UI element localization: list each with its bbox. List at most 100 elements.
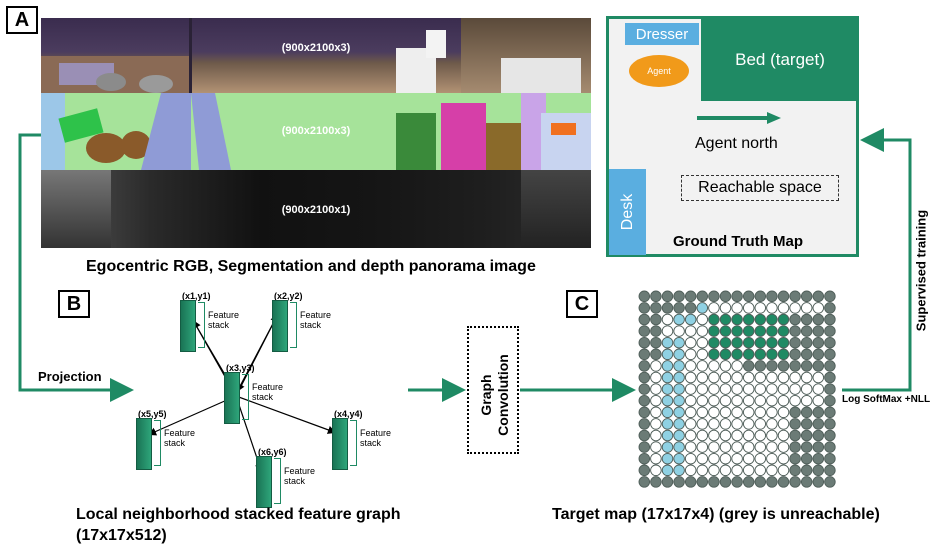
- node-coord-n4: (x4,y4): [334, 409, 363, 419]
- grid-cell-desk: [661, 464, 674, 477]
- grid-cell-unreachable: [719, 290, 732, 303]
- grid-cell-unreachable: [812, 429, 825, 442]
- grid-cell-unreachable: [754, 360, 767, 372]
- grid-cell-free: [708, 360, 720, 372]
- grid-cell-target: [719, 313, 732, 326]
- grid-cell-free: [742, 394, 755, 407]
- grid-cell-unreachable: [638, 476, 651, 488]
- grid-cell-target: [742, 325, 755, 337]
- grid-cell-unreachable: [812, 464, 825, 477]
- dresser-block: Dresser: [625, 23, 699, 45]
- grid-cell-unreachable: [789, 406, 801, 419]
- grid-cell-free: [754, 406, 767, 419]
- grid-cell-free: [754, 429, 767, 442]
- grid-cell-unreachable: [800, 476, 813, 488]
- node-coord-n6: (x6,y6): [258, 447, 287, 457]
- grid-cell-free: [777, 371, 790, 384]
- grid-cell-free: [708, 464, 720, 477]
- grid-cell-free: [766, 452, 778, 465]
- node-coord-n1: (x1,y1): [182, 291, 211, 301]
- reachable-space-label: Reachable space: [681, 175, 839, 201]
- grid-cell-target: [731, 336, 743, 349]
- grid-cell-desk: [673, 313, 685, 326]
- grid-cell-free: [684, 371, 697, 384]
- grid-cell-free: [731, 371, 743, 384]
- grid-cell-free: [684, 383, 697, 395]
- grid-cell-unreachable: [812, 406, 825, 419]
- grid-cell-free: [661, 325, 674, 337]
- grid-cell-free: [650, 429, 662, 442]
- grid-cell-unreachable: [650, 302, 662, 314]
- grid-cell-free: [650, 394, 662, 407]
- grid-cell-free: [719, 429, 732, 442]
- feature-stack-bracket: [154, 420, 161, 466]
- feature-stack-block: [224, 372, 240, 424]
- feature-stack-block: [256, 456, 272, 508]
- grid-cell-free: [650, 371, 662, 384]
- agent-north-arrow-icon: [697, 112, 781, 124]
- grid-cell-free: [731, 441, 743, 453]
- grid-cell-free: [812, 383, 825, 395]
- grid-cell-free: [731, 418, 743, 430]
- grid-cell-target: [708, 325, 720, 337]
- feature-stack-block: [272, 300, 288, 352]
- grid-cell-free: [684, 348, 697, 361]
- grid-cell-free: [708, 429, 720, 442]
- grid-cell-unreachable: [638, 464, 651, 477]
- grid-cell-unreachable: [789, 464, 801, 477]
- grid-cell-free: [766, 418, 778, 430]
- grid-cell-desk: [673, 452, 685, 465]
- grid-cell-free: [673, 325, 685, 337]
- grid-cell-unreachable: [650, 325, 662, 337]
- grid-cell-free: [684, 441, 697, 453]
- depth-size-label: (900x2100x1): [281, 204, 351, 216]
- ground-truth-title: Ground Truth Map: [673, 233, 803, 250]
- grid-cell-unreachable: [719, 476, 732, 488]
- projection-label: Projection: [38, 369, 102, 384]
- grid-cell-free: [684, 394, 697, 407]
- grid-cell-unreachable: [812, 476, 825, 488]
- grid-cell-unreachable: [731, 290, 743, 303]
- feature-stack-bracket: [242, 374, 249, 420]
- grid-cell-target: [766, 313, 778, 326]
- grid-cell-unreachable: [789, 290, 801, 303]
- grid-cell-unreachable: [684, 290, 697, 303]
- grid-cell-free: [812, 302, 825, 314]
- grid-cell-unreachable: [684, 302, 697, 314]
- grid-cell-free: [650, 418, 662, 430]
- grid-cell-free: [742, 383, 755, 395]
- graph-convolution-block: Graph Convolution: [467, 326, 519, 454]
- grid-cell-target: [777, 348, 790, 361]
- grid-cell-target: [742, 313, 755, 326]
- grid-cell-unreachable: [789, 336, 801, 349]
- grid-cell-unreachable: [638, 406, 651, 419]
- grid-cell-free: [696, 313, 709, 326]
- graph-caption-line1: Local neighborhood stacked feature graph: [76, 506, 401, 523]
- grid-cell-unreachable: [800, 336, 813, 349]
- grid-cell-free: [754, 441, 767, 453]
- grid-cell-free: [731, 360, 743, 372]
- feature-stack-block: [180, 300, 196, 352]
- grid-cell-free: [731, 394, 743, 407]
- grid-cell-unreachable: [789, 325, 801, 337]
- grid-cell-free: [766, 441, 778, 453]
- node-coord-n2: (x2,y2): [274, 291, 303, 301]
- grid-cell-free: [777, 429, 790, 442]
- grid-cell-unreachable: [742, 360, 755, 372]
- grid-cell-free: [650, 452, 662, 465]
- grid-cell-unreachable: [638, 325, 651, 337]
- grid-cell-free: [754, 383, 767, 395]
- grid-cell-unreachable: [673, 302, 685, 314]
- grid-cell-free: [650, 383, 662, 395]
- grid-cell-free: [777, 302, 790, 314]
- grid-cell-unreachable: [824, 452, 836, 465]
- panorama-caption: Egocentric RGB, Segmentation and depth p…: [86, 258, 536, 275]
- grid-cell-free: [719, 418, 732, 430]
- grid-cell-desk: [673, 406, 685, 419]
- grid-cell-free: [800, 383, 813, 395]
- grid-cell-unreachable: [800, 313, 813, 326]
- grid-cell-target: [754, 313, 767, 326]
- grid-cell-free: [731, 429, 743, 442]
- grid-cell-free: [766, 429, 778, 442]
